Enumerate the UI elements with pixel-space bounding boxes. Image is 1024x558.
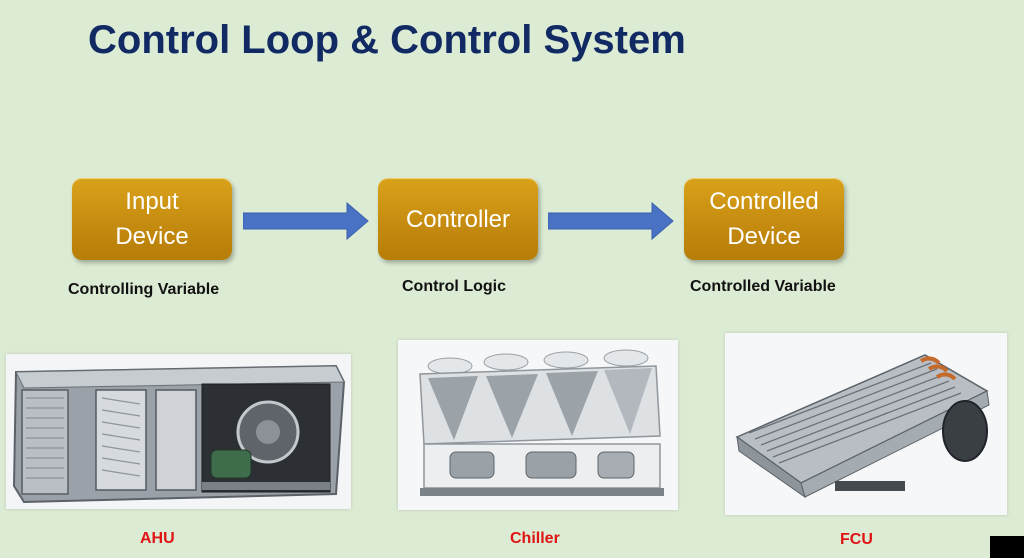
- input-device-line-1: Input: [125, 188, 179, 215]
- input-device-line-2: Device: [115, 223, 189, 250]
- ahu-photo: [6, 354, 351, 509]
- chiller-caption: Chiller: [510, 530, 560, 547]
- controlled-device-box: Controlled Device: [684, 178, 844, 260]
- ahu-caption: AHU: [140, 530, 175, 547]
- controller-box: Controller: [378, 178, 538, 260]
- fcu-caption: FCU: [840, 531, 873, 548]
- chiller-icon: [398, 340, 678, 510]
- fcu-photo: [725, 333, 1007, 515]
- controlled-variable-label: Controlled Variable: [690, 278, 836, 295]
- controlled-device-line-1: Controlled: [709, 188, 819, 215]
- ahu-icon: [6, 354, 351, 509]
- arrow-right-icon: [548, 202, 674, 240]
- controlled-device-line-2: Device: [727, 223, 801, 250]
- input-device-box: Input Device: [72, 178, 232, 260]
- corner-black-box: [990, 536, 1024, 558]
- control-logic-label: Control Logic: [402, 278, 506, 295]
- controlling-variable-label: Controlling Variable: [68, 281, 220, 298]
- slide-title: Control Loop & Control System: [88, 18, 686, 62]
- arrow-right-icon: [243, 202, 369, 240]
- chiller-photo: [398, 340, 678, 510]
- fcu-icon: [725, 333, 1007, 515]
- controller-line-1: Controller: [405, 205, 511, 233]
